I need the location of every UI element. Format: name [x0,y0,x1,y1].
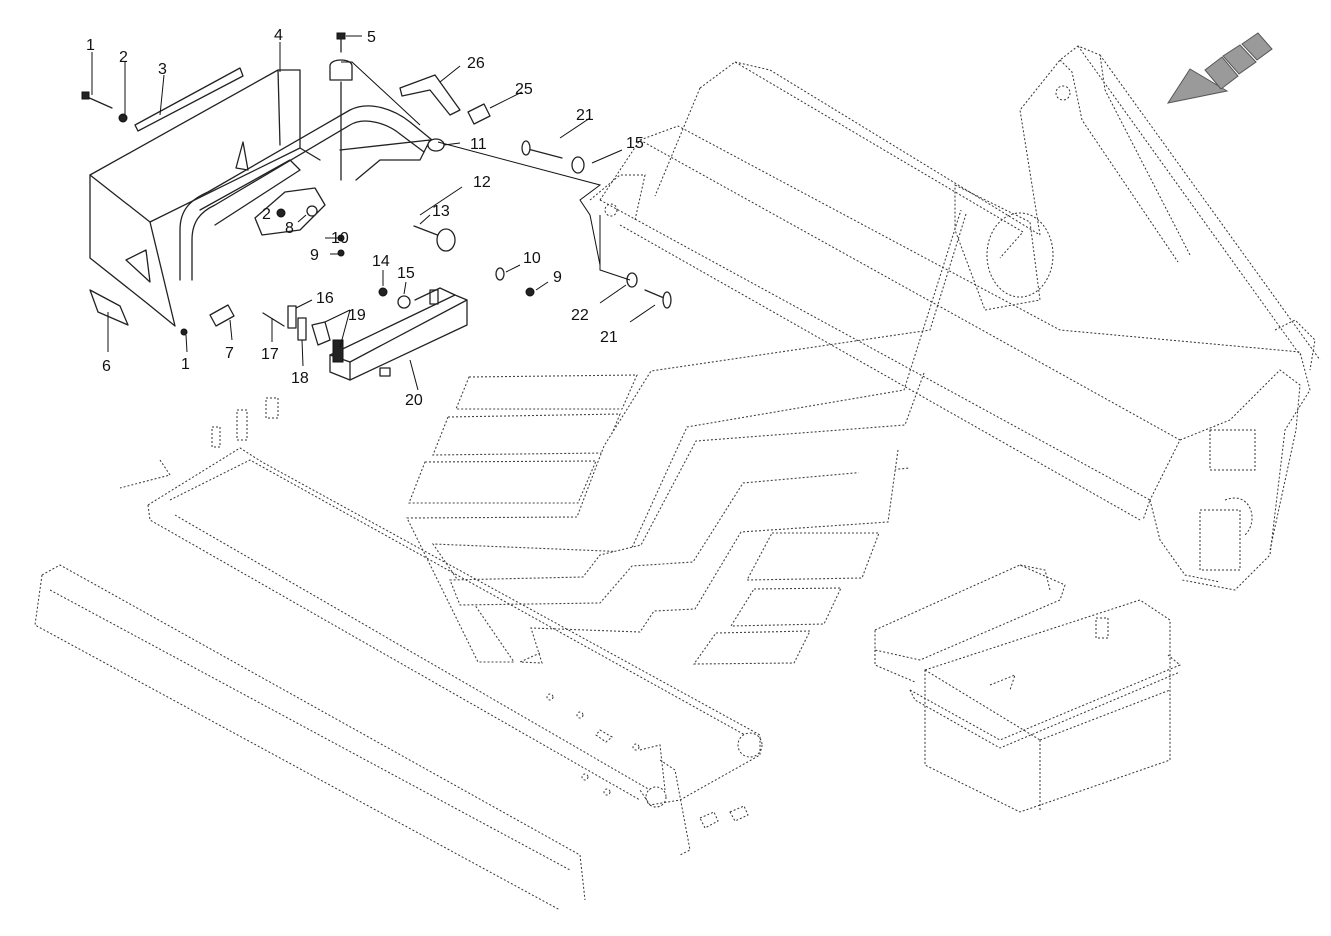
callout-16: 16 [316,290,334,307]
callout-15-mid: 15 [397,265,415,282]
callout-1-top: 1 [86,37,95,54]
callout-20: 20 [405,392,423,409]
tank-and-bracket [874,564,1181,813]
part-4-shield [89,69,301,327]
callout-17: 17 [261,346,279,363]
callout-21-bottom: 21 [600,329,618,346]
callout-25: 25 [515,81,533,98]
callout-10-left: 10 [331,230,349,247]
callout-1-bottom: 1 [181,356,190,373]
callout-5: 5 [367,29,376,46]
callout-4: 4 [274,27,283,44]
callout-10-right: 10 [523,250,541,267]
main-frame-beam [589,45,1321,591]
callout-11: 11 [470,136,487,153]
callout-13: 13 [432,203,450,220]
callout-7: 7 [225,345,234,362]
travel-direction-arrow-icon [1166,32,1273,104]
callout-15-top: 15 [626,135,644,152]
manufacturer-logo-watermark [406,209,967,665]
detail-parts [81,32,672,381]
callout-2-mid: 2 [262,206,271,223]
callout-22: 22 [571,307,589,324]
part-11-ubar [179,105,433,281]
callout-14: 14 [372,253,390,270]
callout-21-top: 21 [576,107,594,124]
callout-9-left: 9 [310,247,319,264]
leader-lines [91,35,656,391]
callout-12: 12 [473,174,491,191]
callout-6: 6 [102,358,111,375]
callout-9-right: 9 [553,269,562,286]
callout-26: 26 [467,55,485,72]
callout-8: 8 [285,220,294,237]
callout-18: 18 [291,370,309,387]
lower-frame-and-cover [34,397,763,911]
callout-19: 19 [348,307,366,324]
callout-3: 3 [158,61,167,78]
callout-2-top: 2 [119,49,128,66]
callout-labels: 1 2 3 4 5 26 25 11 21 15 12 2 8 13 10 9 … [86,27,644,409]
